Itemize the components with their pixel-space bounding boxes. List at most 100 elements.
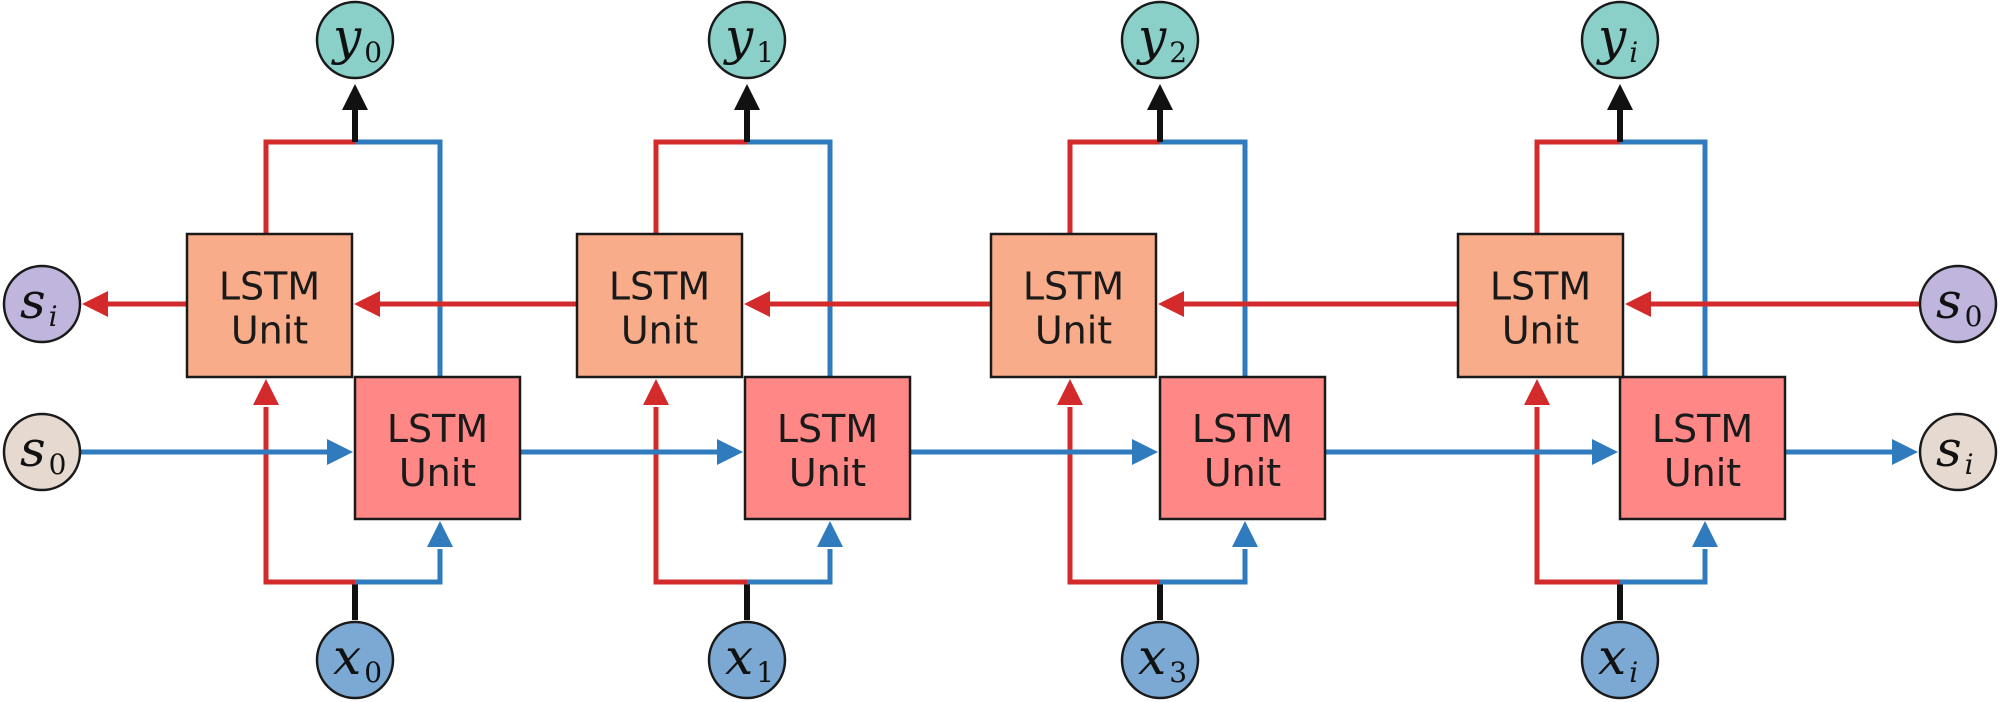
- forward-output-line: [747, 139, 833, 377]
- lstm-unit-label-line1: LSTM: [387, 407, 488, 451]
- backward-input-line: [653, 407, 747, 585]
- forward-input-line: [747, 549, 833, 585]
- lstm-unit-label-line2: Unit: [1035, 309, 1112, 353]
- output-node-y0-circle: [315, 0, 395, 80]
- lstm-unit-label-line2: Unit: [1664, 451, 1741, 495]
- backward-input-line: [1534, 407, 1620, 585]
- lstm-unit-label-line1: LSTM: [219, 265, 320, 309]
- forward-output-line: [1620, 139, 1708, 377]
- forward-state-arrow-head: [1892, 439, 1918, 465]
- lstm-unit-box: [575, 232, 744, 379]
- forward-input-arrow-head: [1692, 521, 1718, 547]
- output-node-y2-circle: [1120, 0, 1200, 80]
- lstm-unit-box: [989, 232, 1158, 379]
- backward-state-arrow-head: [1158, 291, 1184, 317]
- input-node-x0-circle: [315, 620, 395, 700]
- forward-state-arrow-head: [1592, 439, 1618, 465]
- lstm-unit-label-line2: Unit: [1502, 309, 1579, 353]
- lstm-unit-box: [1158, 375, 1327, 521]
- lstm-unit-box: [353, 375, 522, 521]
- backward-input-arrow-head: [643, 379, 669, 405]
- lstm-unit-label-line1: LSTM: [1023, 265, 1124, 309]
- output-arrow-head: [734, 84, 760, 110]
- backward-output-line: [263, 139, 355, 234]
- lstm-unit-box: [1618, 375, 1787, 521]
- lstm-unit-label-line2: Unit: [1204, 451, 1281, 495]
- lstm-units: LSTMUnitLSTMUnitLSTMUnitLSTMUnitLSTMUnit…: [185, 232, 1787, 521]
- backward-input-arrow-head: [1057, 379, 1083, 405]
- backward-state-arrow-head: [1625, 291, 1651, 317]
- input-node-x3-circle: [1120, 620, 1200, 700]
- output-arrow-head: [342, 84, 368, 110]
- lstm-unit-label-line2: Unit: [621, 309, 698, 353]
- forward-state-arrow-head: [1132, 439, 1158, 465]
- forward-input-arrow-head: [817, 521, 843, 547]
- lstm-unit-box: [1456, 232, 1625, 379]
- backward-state-end-node-circle: [2, 264, 82, 344]
- lstm-unit-label-line1: LSTM: [1652, 407, 1753, 451]
- backward-input-arrow-head: [253, 379, 279, 405]
- input-node-xi-circle: [1580, 620, 1660, 700]
- output-arrow-head: [1147, 84, 1173, 110]
- backward-state-start-node-circle: [1918, 264, 1998, 344]
- output-node-y1-circle: [707, 0, 787, 80]
- forward-input-line: [1160, 549, 1248, 585]
- connections: [80, 84, 1920, 620]
- lstm-unit-label-line2: Unit: [399, 451, 476, 495]
- lstm-unit-box: [743, 375, 912, 521]
- backward-input-line: [263, 407, 355, 585]
- forward-state-start-node-circle: [2, 412, 82, 492]
- backward-input-arrow-head: [1524, 379, 1550, 405]
- lstm-unit-label-line1: LSTM: [1192, 407, 1293, 451]
- lstm-unit-label-line1: LSTM: [609, 265, 710, 309]
- forward-input-line: [1620, 549, 1708, 585]
- lstm-unit-label-line1: LSTM: [777, 407, 878, 451]
- backward-output-line: [1534, 139, 1620, 234]
- backward-input-line: [1067, 407, 1160, 585]
- forward-input-arrow-head: [427, 521, 453, 547]
- forward-output-line: [355, 139, 443, 377]
- forward-state-arrow-head: [717, 439, 743, 465]
- forward-input-arrow-head: [1232, 521, 1258, 547]
- lstm-unit-label-line2: Unit: [231, 309, 308, 353]
- lstm-unit-label-line2: Unit: [789, 451, 866, 495]
- forward-state-end-node-circle: [1918, 412, 1998, 492]
- forward-output-line: [1160, 139, 1248, 377]
- backward-output-line: [653, 139, 747, 234]
- forward-state-arrow-head: [327, 439, 353, 465]
- output-node-yi-circle: [1580, 0, 1660, 80]
